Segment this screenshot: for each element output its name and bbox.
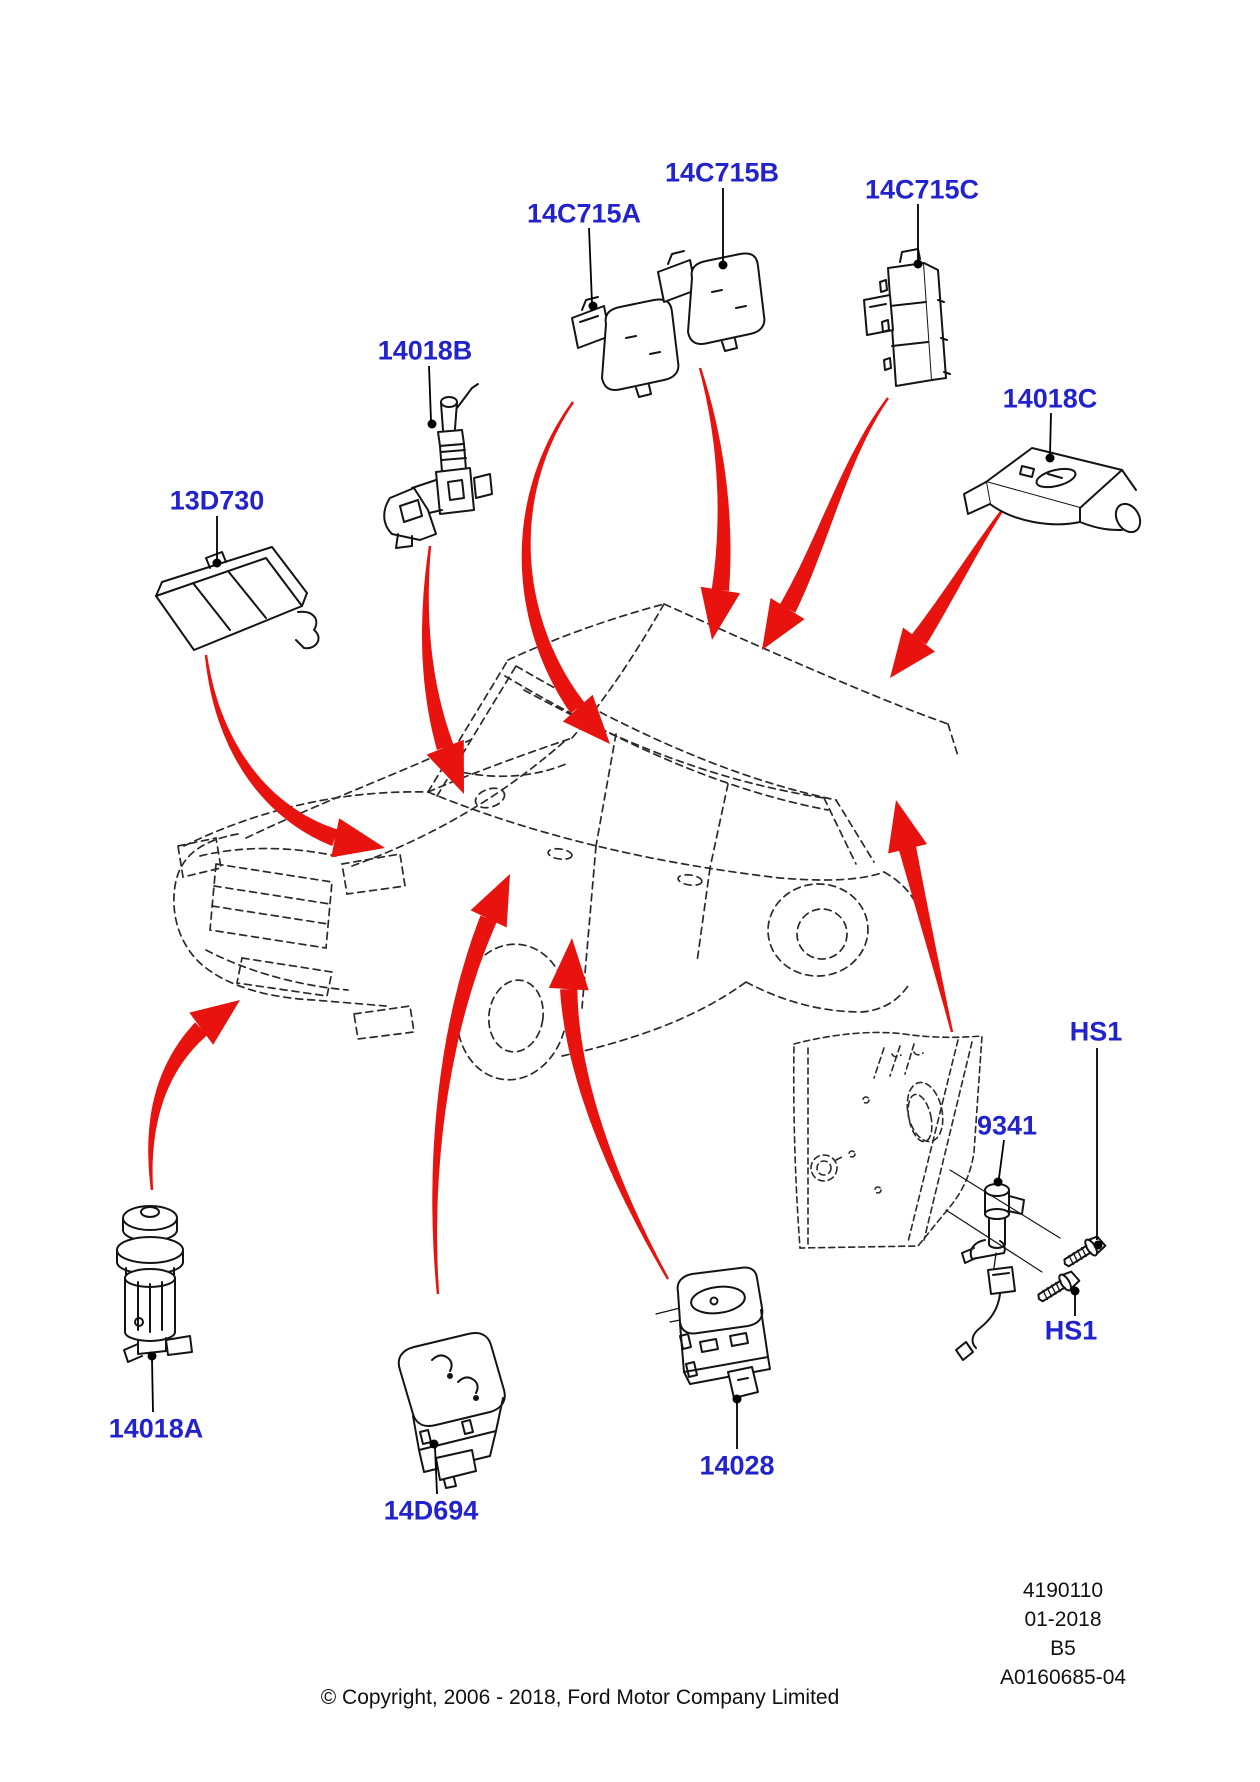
part-14018A-lighter-socket [116, 1205, 193, 1363]
part-label-14028: 14028 [699, 1450, 775, 1481]
part-label-14C715C: 14C715C [864, 174, 980, 205]
arrow-14D694 [432, 874, 510, 1295]
drawing-revision: A0160685-04 [999, 1666, 1127, 1689]
part-label-14018B: 14018B [377, 335, 473, 366]
part-14D694-heated-seat-switch [397, 1332, 506, 1489]
front-wheel [487, 979, 545, 1053]
location-arrows [148, 367, 1007, 1295]
part-14C715A-switch [571, 296, 680, 398]
arrow-14018C [890, 504, 1007, 678]
arrow-14028 [548, 938, 669, 1280]
door-mirror [474, 787, 506, 809]
drawing-date: 01-2018 [1024, 1608, 1102, 1631]
part-9341-actuator [945, 1169, 1061, 1361]
part-14018C-console-switch [963, 447, 1142, 534]
arrow-14018A [148, 1000, 240, 1191]
part-label-9341: 9341 [976, 1110, 1038, 1141]
part-HS1-bolt-lower [1037, 1270, 1081, 1303]
door-panel-detail [792, 1031, 983, 1249]
part-14018B-stoplamp-switch [383, 383, 493, 549]
arrow-door-switch [888, 800, 954, 1033]
headlamp-right [341, 853, 406, 895]
part-label-14C715A: 14C715A [526, 198, 642, 229]
grille [209, 863, 333, 949]
leader-lines [147, 188, 1103, 1495]
part-14C715B-switch [657, 250, 766, 352]
rear-wheel [796, 908, 848, 960]
door-handle-front [547, 847, 573, 861]
part-14C715C-switch-bank [863, 248, 951, 387]
part-label-14C715B: 14C715B [664, 157, 780, 188]
drawing-sheet: B5 [1050, 1637, 1076, 1660]
arrow-13D730 [204, 654, 385, 858]
part-label-14018C: 14018C [1002, 383, 1098, 414]
arrow-14C715C [762, 397, 889, 650]
part-label-14D694: 14D694 [383, 1495, 479, 1526]
part-HS1-bolt-upper [1063, 1235, 1107, 1268]
part-label-HS1-bottom: HS1 [1044, 1315, 1098, 1346]
copyright-notice: © Copyright, 2006 - 2018, Ford Motor Com… [320, 1686, 840, 1709]
door-handle-rear [677, 873, 703, 887]
drawing-info-block: 4190110 01-2018 B5 A0160685-04 [943, 1576, 1183, 1692]
drawing-number: 4190110 [1022, 1579, 1104, 1602]
arrow-14C715A [521, 401, 610, 744]
fog-lamp [353, 1005, 415, 1040]
part-label-HS1-top: HS1 [1069, 1016, 1123, 1047]
rear-wheel-arch [767, 883, 869, 977]
part-label-13D730: 13D730 [169, 485, 265, 516]
part-14028-rocker-switch [655, 1266, 771, 1399]
arrow-14018B [422, 545, 464, 794]
arrow-14C715B [698, 367, 741, 640]
part-13D730-headlamp-switch [155, 546, 320, 651]
headlamp-left [177, 836, 222, 879]
part-label-14018A: 14018A [108, 1413, 204, 1444]
